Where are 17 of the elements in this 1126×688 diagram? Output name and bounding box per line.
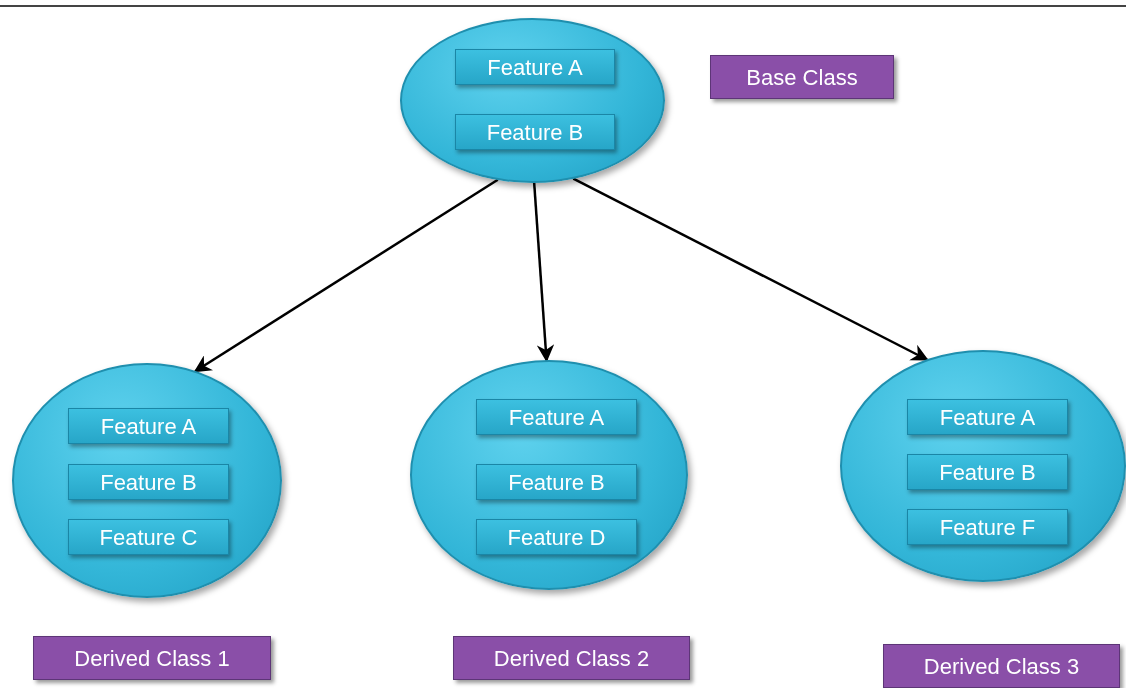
arrow	[572, 177, 929, 361]
feature-box: Feature A	[68, 408, 229, 444]
class-label-box: Derived Class 1	[33, 636, 271, 680]
feature-box: Feature C	[68, 519, 229, 555]
feature-box: Feature B	[907, 454, 1068, 490]
class-label-box: Base Class	[710, 55, 894, 99]
class-label-box: Derived Class 2	[453, 636, 690, 680]
class-label-box: Derived Class 3	[883, 644, 1120, 688]
feature-box: Feature B	[68, 464, 229, 500]
feature-box: Feature B	[455, 114, 615, 150]
arrow	[532, 182, 555, 363]
feature-box: Feature A	[476, 399, 637, 435]
feature-box: Feature B	[476, 464, 637, 500]
feature-box: Feature A	[907, 399, 1068, 435]
feature-box: Feature F	[907, 509, 1068, 545]
feature-box: Feature A	[455, 49, 615, 85]
feature-box: Feature D	[476, 519, 637, 555]
